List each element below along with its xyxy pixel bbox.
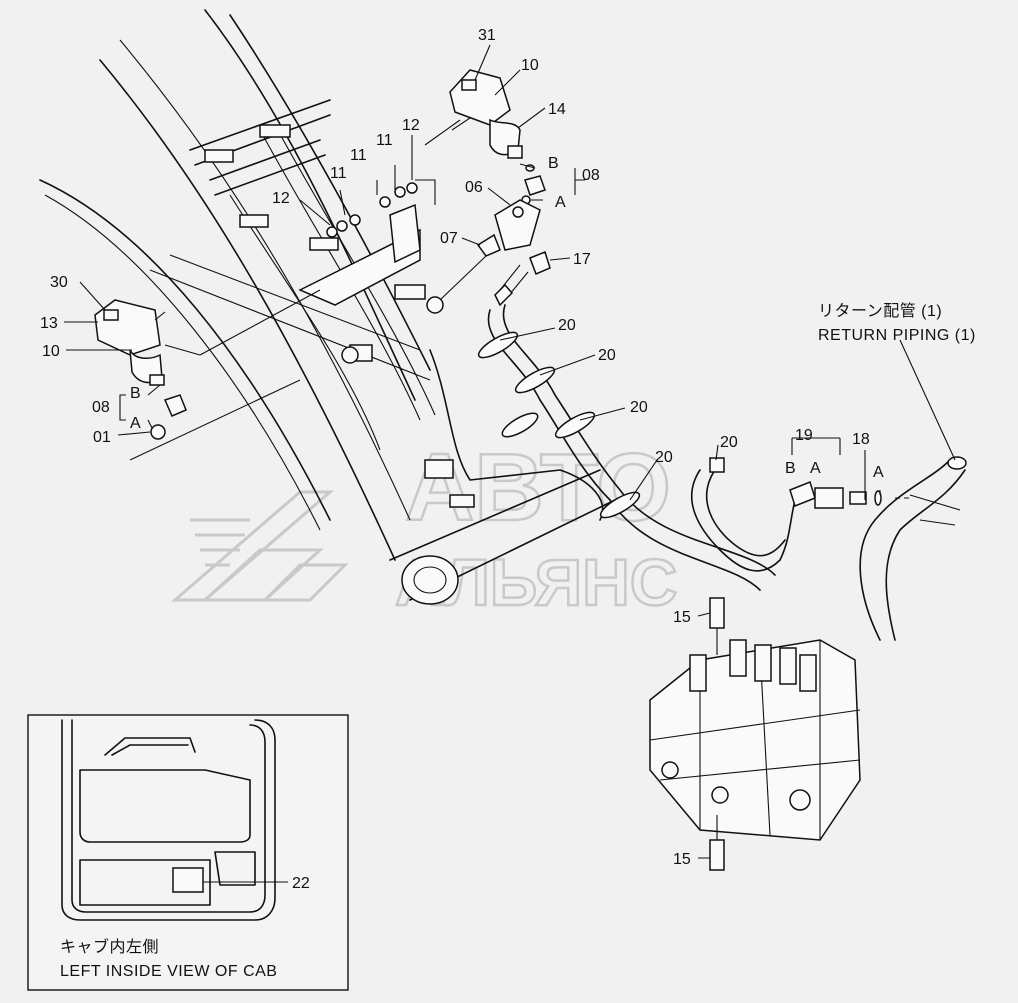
callout-b-top: B	[548, 155, 559, 172]
leader-lines	[64, 44, 881, 859]
callout-labels: 31 10 14 12 11 11 11 12 06 07 17 B A 08 …	[40, 27, 884, 868]
return-fitting	[789, 481, 910, 509]
callout-11-c: 11	[330, 165, 347, 182]
callout-07: 07	[440, 230, 458, 247]
return-pipe	[859, 339, 967, 641]
callout-b-left: B	[130, 385, 141, 402]
callout-a-top: A	[555, 194, 566, 211]
return-piping-caption: リターン配管 (1) RETURN PIPING (1)	[818, 302, 976, 344]
callout-11-b: 11	[350, 147, 367, 164]
callout-12-left: 12	[272, 190, 290, 207]
callout-17: 17	[573, 251, 591, 268]
callout-20-b: 20	[598, 347, 616, 364]
cab-view-jp: キャブ内左側	[60, 937, 159, 956]
watermark-line1: АВТО	[405, 434, 671, 541]
callout-b-right: B	[785, 460, 796, 477]
callout-13: 13	[40, 315, 58, 332]
callout-31: 31	[478, 27, 496, 44]
callout-30: 30	[50, 274, 68, 291]
callout-08-top: 08	[582, 167, 600, 184]
bracket-assembly	[298, 179, 436, 306]
callout-20-c: 20	[630, 399, 648, 416]
pressure-switch-left	[94, 289, 321, 461]
cab-inset-frame	[27, 714, 349, 991]
callout-10-top: 10	[521, 57, 539, 74]
callout-a-far: A	[873, 464, 884, 481]
cab-view-en: LEFT INSIDE VIEW OF CAB	[60, 963, 277, 980]
callout-a-right: A	[810, 460, 821, 477]
callout-06: 06	[465, 179, 483, 196]
callout-a-left: A	[130, 415, 141, 432]
callout-01: 01	[93, 429, 111, 446]
cab-part-22	[172, 867, 204, 893]
callout-10-left: 10	[42, 343, 60, 360]
callout-08-left: 08	[92, 399, 110, 416]
callout-14: 14	[548, 101, 566, 118]
callout-19: 19	[795, 427, 813, 444]
callout-11-a: 11	[376, 132, 393, 149]
callout-15-bottom: 15	[673, 851, 691, 868]
callout-20-a: 20	[558, 317, 576, 334]
control-valve	[649, 597, 861, 871]
callout-15-top: 15	[673, 609, 691, 626]
callout-18: 18	[852, 431, 870, 448]
callout-20-d: 20	[720, 434, 738, 451]
hose-clamps	[477, 304, 796, 591]
return-piping-en: RETURN PIPING (1)	[818, 327, 976, 344]
watermark-logo: АВТО АЛЬЯНС	[170, 433, 679, 620]
callout-20-e: 20	[655, 449, 673, 466]
return-piping-jp: リターン配管 (1)	[818, 302, 942, 320]
valve-block	[341, 199, 551, 364]
boom-structure	[39, 9, 616, 605]
callout-22: 22	[292, 875, 310, 892]
pressure-switch-top	[424, 69, 546, 205]
cab-inset: 22 キャブ内左側 LEFT INSIDE VIEW OF CAB	[27, 714, 349, 991]
callout-12-top: 12	[402, 117, 420, 134]
